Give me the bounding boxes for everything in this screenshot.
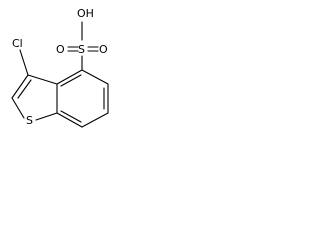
bond-c3a-c4: [56, 69, 83, 85]
atom-label-o-left: O: [56, 43, 65, 56]
bond-c7-c7a-inner: [60, 110, 82, 123]
bond-s1-c7a: [35, 112, 58, 121]
atom-label-oh: OH: [77, 7, 94, 20]
bond-c3-cl: [19, 49, 29, 76]
bond-c3-c2: [11, 74, 29, 99]
atom-label-o-right: O: [99, 43, 108, 56]
bond-c3a-c3: [27, 74, 58, 85]
atom-label-s-sulfonyl: S: [78, 43, 85, 56]
bond-c2-s1: [11, 97, 25, 119]
atom-label-cl: Cl: [12, 37, 23, 50]
bond-c4-c5: [81, 69, 109, 85]
bond-c7-c7a: [56, 112, 83, 128]
atom-label-s-ring: S: [26, 114, 33, 127]
bond-c3a-c4-inner: [60, 74, 82, 87]
bond-c6-c7: [81, 112, 109, 128]
bond-c3-c2-inner: [17, 79, 32, 99]
chemical-structure-diagram: OH S O O Cl S: [11, 7, 109, 128]
